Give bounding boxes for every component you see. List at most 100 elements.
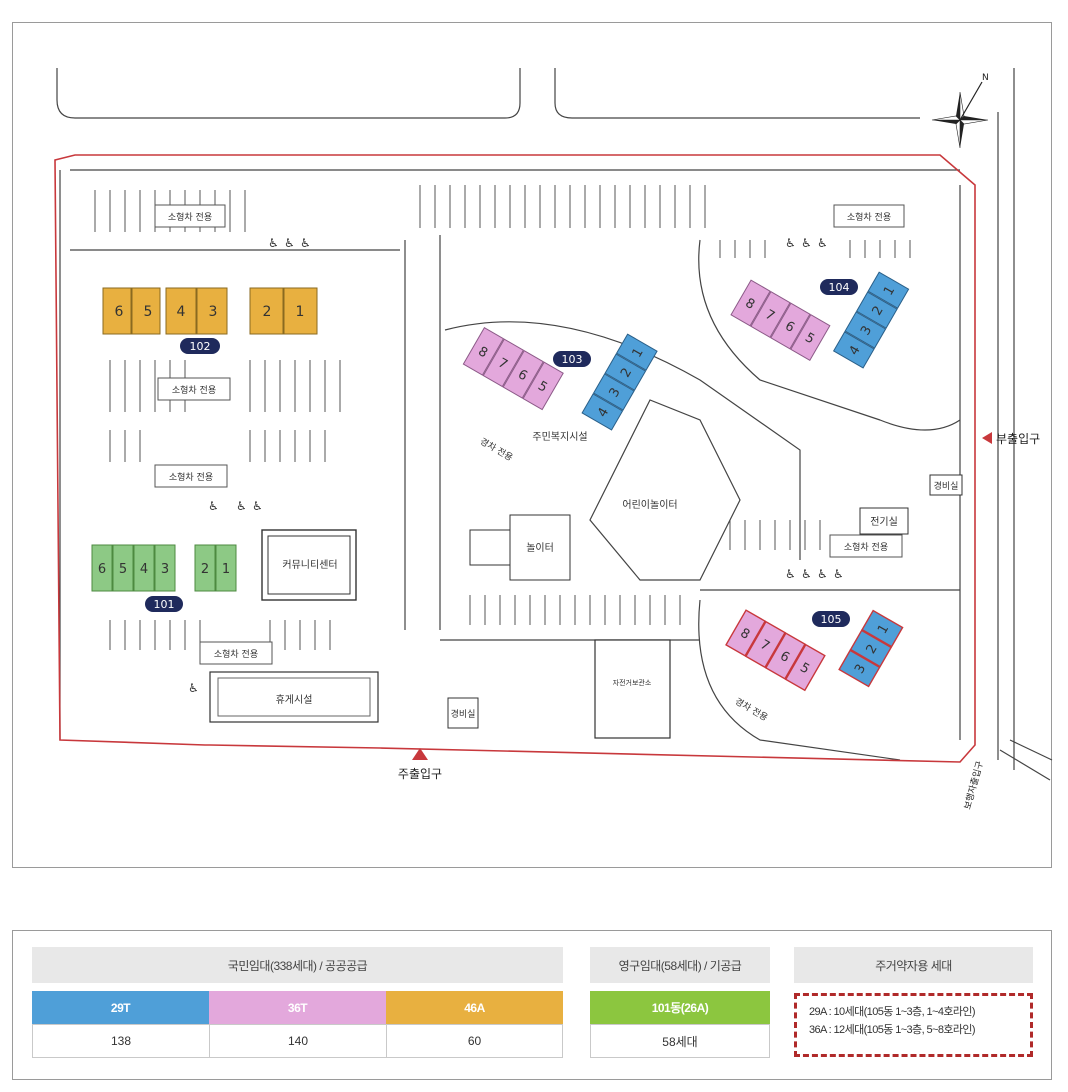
legend-type-46A: 46A (386, 991, 563, 1024)
kids-playground-label: 어린이놀이터 (622, 499, 677, 511)
svg-text:♿: ♿ (817, 236, 828, 250)
play-area: 놀이터 (469, 514, 571, 581)
dong-badge (553, 351, 591, 367)
dong-badge (820, 279, 858, 295)
legend-count-46A: 60 (386, 1024, 563, 1058)
legend-header-national-rental: 국민임대(338세대) / 공공공급 (32, 947, 563, 983)
secondary-entrance-label: 부출입구 (996, 432, 1040, 446)
pedestrian-entrance-label: 보행자출입구 (961, 760, 985, 811)
unit-label: 5 (119, 562, 127, 577)
site-plan-map: N 6 5 4 3 2 1 102 (54, 68, 1053, 811)
dong-label: 105 (821, 613, 842, 626)
parking-zone-label: 소형차 전용 (172, 384, 216, 396)
kids-playground: 어린이놀이터 (622, 499, 677, 511)
svg-text:♿: ♿ (833, 567, 844, 581)
legend-note-line: 29A : 10세대(105동 1~3층, 1~4호라인) (809, 1006, 976, 1018)
electric-room: 전기실 (859, 507, 909, 535)
legend-count-36T: 140 (209, 1024, 387, 1058)
parking-zone-label: 경차 전용 (733, 695, 770, 723)
dong-label: 102 (190, 340, 211, 353)
parking-zone-label: 소형차 전용 (168, 211, 212, 223)
dong-label: 101 (154, 598, 175, 611)
building-105: 8 7 6 5 3 2 1 105 (725, 609, 904, 692)
dong-label: 103 (562, 353, 583, 366)
guard-post-label: 경비실 (934, 480, 959, 492)
unit-label: 3 (209, 304, 218, 320)
legend-count-29T: 138 (32, 1024, 210, 1058)
unit-label: 6 (115, 304, 124, 320)
guard-post: 경비실 (929, 474, 963, 496)
bike-shed-label: 자전거보관소 (613, 678, 652, 687)
main-entrance-label: 주출입구 (398, 767, 442, 781)
unit-label: 4 (177, 304, 186, 320)
unit-label: 6 (98, 562, 106, 577)
parking-zone-label: 소형차 전용 (169, 471, 213, 483)
inner-road (70, 169, 960, 641)
outer-road-e (997, 68, 1015, 770)
site-plan-frame (12, 22, 1052, 868)
legend-note-line: 36A : 12세대(105동 1~3층, 5~8호라인) (809, 1024, 976, 1036)
unit-label: 2 (263, 304, 272, 320)
guard-post-label: 경비실 (451, 708, 476, 720)
legend-header-permanent-rental: 영구임대(58세대) / 기공급 (590, 947, 770, 983)
outer-road-nw (56, 68, 521, 119)
parking-zone-label: 소형차 전용 (214, 648, 258, 660)
dong-badge (812, 611, 850, 627)
play-area-label: 놀이터 (526, 542, 554, 554)
bike-shed: 자전거보관소 (594, 639, 671, 739)
building-103: 8 7 6 5 4 3 2 1 103 (462, 326, 658, 431)
main-entrance: 주출입구 (398, 748, 442, 781)
dong-badge (145, 596, 183, 612)
curve-road-1 (698, 239, 961, 431)
legend-type-29T: 29T (32, 991, 209, 1024)
guard-post: 경비실 (447, 697, 479, 729)
svg-text:♿: ♿ (252, 499, 263, 513)
community-center-label: 커뮤니티센터 (282, 559, 337, 571)
curve-road-2 (444, 321, 801, 560)
legend-frame (12, 930, 1052, 1080)
outer-road-ne (554, 68, 920, 119)
svg-text:♿: ♿ (785, 567, 796, 581)
svg-text:♿: ♿ (817, 567, 828, 581)
north-arrow-icon: N (931, 73, 989, 149)
building-101: 6 5 4 3 2 1 101 (91, 544, 237, 612)
legend-type-36T: 36T (209, 991, 386, 1024)
dong-badge (180, 338, 220, 354)
resident-facility-label: 주민복지시설 (532, 431, 587, 443)
legend-type-26A: 101동(26A) (590, 991, 770, 1024)
unit-label: 2 (201, 562, 209, 577)
curve-road-3 (698, 599, 901, 761)
pedestrian-entrance: 보행자출입구 (961, 760, 985, 811)
building-102: 6 5 4 3 2 1 102 (102, 287, 318, 354)
unit-label: 5 (144, 304, 153, 320)
rest-area-label: 휴게시설 (276, 694, 313, 706)
legend-vulnerable-units-note: 29A : 10세대(105동 1~3층, 1~4호라인) 36A : 12세대… (794, 993, 1033, 1057)
unit-label: 4 (140, 562, 148, 577)
legend-header-vulnerable-units: 주거약자용 세대 (794, 947, 1033, 983)
legend-count-26A: 58세대 (590, 1024, 770, 1058)
svg-text:♿: ♿ (268, 236, 279, 250)
community-center: 커뮤니티센터 (261, 529, 357, 601)
unit-label: 3 (161, 562, 169, 577)
electric-room-label: 전기실 (870, 516, 898, 528)
secondary-entrance: 부출입구 (982, 432, 1040, 446)
dong-label: 104 (829, 281, 850, 294)
unit-label: 1 (222, 562, 230, 577)
svg-text:♿: ♿ (801, 236, 812, 250)
svg-text:♿: ♿ (236, 499, 247, 513)
svg-text:♿: ♿ (300, 236, 311, 250)
resident-facility: 주민복지시설 (532, 431, 587, 443)
outer-road-se (999, 739, 1053, 781)
accessible-parking-icon: ♿♿♿ ♿♿♿ ♿♿♿ ♿♿♿♿ ♿ (188, 236, 844, 695)
parking-zone-label: 경차 전용 (478, 435, 515, 463)
parking-zone-label: 소형차 전용 (847, 211, 891, 223)
playground-outline (589, 399, 741, 581)
svg-text:♿: ♿ (785, 236, 796, 250)
svg-text:♿: ♿ (801, 567, 812, 581)
svg-text:♿: ♿ (208, 499, 219, 513)
parking-zone-label: 소형차 전용 (844, 541, 888, 553)
svg-text:♿: ♿ (284, 236, 295, 250)
north-label: N (982, 73, 989, 83)
unit-label: 1 (296, 304, 305, 320)
rest-area: 휴게시설 (209, 671, 379, 723)
